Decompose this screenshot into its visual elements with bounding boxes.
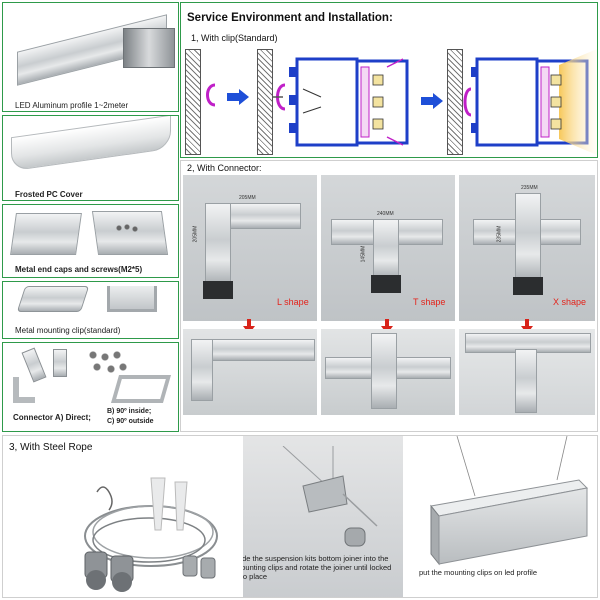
t-shape-end (371, 275, 401, 293)
panel-mounting-clip: Metal mounting clip(standard) (2, 281, 179, 339)
connector-c-caption: C) 90º outside (107, 418, 154, 425)
l-shape-photo: 205MM 205MM L shape (183, 175, 317, 321)
t-shape-bar-v (373, 219, 399, 279)
x-shape-label: X shape (553, 297, 587, 307)
section-title: Service Environment and Installation: (187, 12, 393, 24)
connector-90-inside-image (13, 377, 35, 403)
wall-hatch-2 (257, 49, 273, 155)
end-cap-right-image (91, 211, 169, 255)
clip-icon-2 (273, 83, 286, 111)
end-caps-caption: Metal end caps and screws(M2*5) (15, 265, 143, 274)
x-assembled-bar-v (515, 349, 537, 413)
t-assembled-bar-v (371, 333, 397, 409)
l-assembled-bar-v (191, 339, 213, 401)
wall-hatch-3 (447, 49, 463, 155)
l-shape-assembled-photo (183, 329, 317, 415)
arrow-right-icon-2 (421, 93, 443, 109)
x-shape-dim-w: 235MM (521, 185, 538, 191)
profile-section-open (289, 57, 409, 147)
aluminum-profile-caption: LED Aluminum profile 1~2meter (15, 101, 129, 110)
hanging-profile-photo: put the mounting clips on led profile (413, 436, 597, 597)
suspension-joiner-icon (282, 446, 378, 547)
l-shape-label: L shape (277, 297, 309, 307)
panel-aluminum-profile: LED Aluminum profile 1~2meter (2, 2, 179, 112)
panel-connector-shapes: 2, With Connector: 205MM 205MM L shape 2… (180, 160, 598, 432)
panel-clip-installation: Service Environment and Installation: 1,… (180, 2, 598, 158)
t-shape-label: T shape (413, 297, 446, 307)
pc-cover-image (11, 116, 171, 172)
x-shape-end (513, 277, 543, 295)
profile-section-mounted (463, 49, 597, 155)
clip-icon-1 (206, 83, 216, 107)
panel-steel-rope: 3, With Steel Rope slide the suspension (2, 435, 598, 598)
aluminum-profile-end (123, 28, 175, 68)
hanging-profile-text: put the mounting clips on led profile (419, 568, 537, 577)
steel-rope-coil-icon (84, 477, 218, 592)
arrow-right-icon-1 (227, 89, 249, 105)
wall-hatch-1 (185, 49, 201, 155)
l-shape-bar-v (205, 203, 231, 285)
t-shape-photo: 240MM 145MM T shape (321, 175, 455, 321)
mounting-clip-flat-image (16, 286, 90, 312)
suspension-clip-photo: slide the suspension kits bottom joiner … (243, 436, 403, 597)
t-shape-dim-w: 240MM (377, 211, 394, 217)
connector-90-outside-image (110, 375, 172, 403)
step1-title: 1, With clip(Standard) (191, 33, 278, 43)
steel-rope-kit-photo (63, 458, 241, 596)
connector-a-caption: Connector A) Direct; (13, 413, 91, 422)
step3-title: 3, With Steel Rope (9, 442, 93, 453)
connector-b-caption: B) 90º inside; (107, 408, 152, 415)
x-shape-assembled-photo (459, 329, 595, 415)
x-shape-dim-h: 235MM (496, 225, 503, 243)
panel-pc-cover: Frosted PC Cover (2, 115, 179, 201)
t-shape-dim-h: 145MM (360, 245, 367, 263)
screws-image (115, 223, 139, 233)
end-cap-left-image (10, 213, 82, 255)
l-shape-end (203, 281, 233, 299)
t-shape-assembled-photo (321, 329, 455, 415)
x-shape-bar-v (515, 193, 541, 281)
l-shape-dim-w: 205MM (239, 195, 256, 201)
x-shape-photo: 235MM 235MM X shape (459, 175, 595, 321)
pc-cover-caption: Frosted PC Cover (15, 190, 83, 199)
suspension-clip-text: slide the suspension kits bottom joiner … (243, 554, 392, 581)
l-shape-dim-h: 205MM (192, 225, 199, 243)
connector-screws-image (87, 349, 129, 377)
mounting-clip-caption: Metal mounting clip(standard) (15, 326, 121, 335)
panel-end-caps: Metal end caps and screws(M2*5) (2, 204, 179, 278)
hanging-profile-icon (430, 436, 589, 566)
panel-connectors: Connector A) Direct; B) 90º inside; C) 9… (2, 342, 179, 432)
mounting-clip-bent-image (107, 286, 157, 312)
step2-title: 2, With Connector: (187, 163, 262, 173)
connector-direct-image-2 (53, 349, 67, 377)
